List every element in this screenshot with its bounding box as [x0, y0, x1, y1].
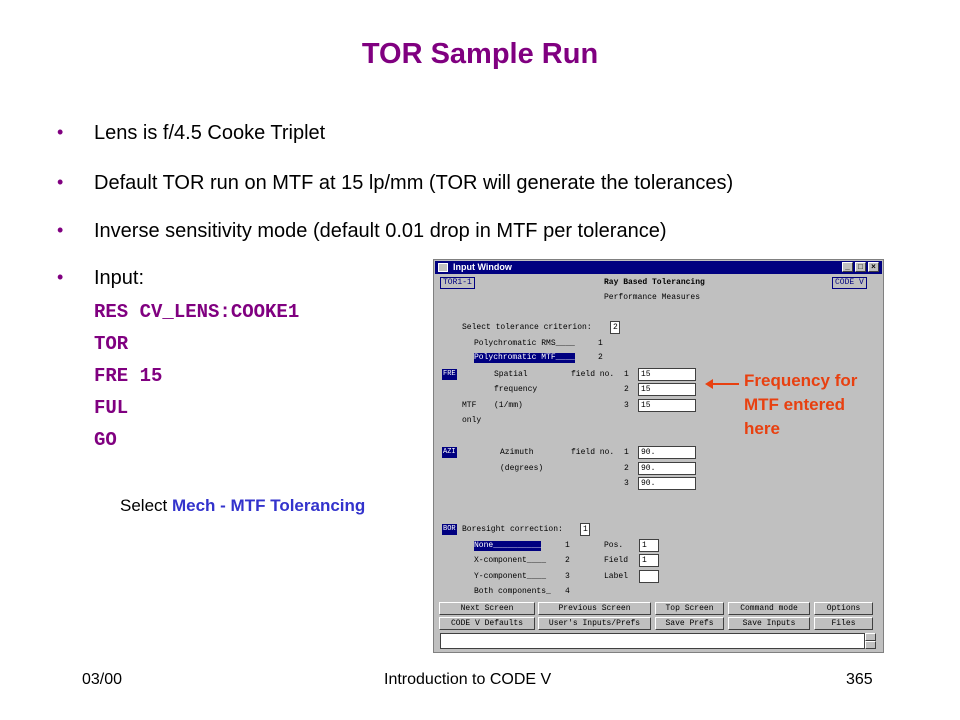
- footer-course-title: Introduction to CODE V: [384, 671, 552, 688]
- pos-input[interactable]: 1: [639, 539, 659, 552]
- field-num: 1: [624, 448, 629, 457]
- bullet-text: Lens is f/4.5 Cooke Triplet: [94, 122, 326, 144]
- user-inputs-prefs-button[interactable]: User's Inputs/Prefs: [538, 617, 651, 630]
- arrow-left-icon: [705, 379, 739, 389]
- option-none-selected[interactable]: None__________: [474, 541, 542, 551]
- footer-page-number: 365: [846, 671, 873, 688]
- option-num: 1: [598, 339, 603, 348]
- window-title: Input Window: [453, 262, 512, 272]
- criterion-label: Select tolerance criterion:: [462, 323, 592, 332]
- azimuth-field-3[interactable]: 90.: [638, 477, 696, 490]
- input-window: Input Window _ □ × TOR1-1 Ray Based Tole…: [433, 259, 884, 653]
- label-label: Label: [604, 572, 629, 581]
- bor-command-tag: BOR: [442, 524, 457, 535]
- frequency-field-3[interactable]: 15: [638, 399, 696, 412]
- field-num: 1: [624, 370, 629, 379]
- label-frequency: frequency: [494, 385, 538, 394]
- pos-label: Pos.: [604, 541, 624, 550]
- option-rms[interactable]: Polychromatic RMS____: [474, 339, 575, 348]
- option-both-components[interactable]: Both components_: [474, 587, 551, 596]
- field-num: 3: [624, 479, 629, 488]
- bullet-marker: •: [57, 122, 64, 142]
- option-mtf-selected[interactable]: Polychromatic MTF____: [474, 353, 575, 363]
- frequency-field-1[interactable]: 15: [638, 368, 696, 381]
- annotation-line: Frequency for: [744, 371, 858, 390]
- option-num: 1: [565, 541, 570, 550]
- maximize-icon[interactable]: □: [855, 262, 866, 272]
- slide-title: TOR Sample Run: [361, 38, 599, 70]
- field-num: 2: [624, 464, 629, 473]
- field-no-label: field no.: [571, 448, 615, 457]
- label-degrees: (degrees): [500, 464, 544, 473]
- menu-path-highlight: Mech - MTF Tolerancing: [171, 496, 366, 515]
- label-only: only: [462, 416, 482, 425]
- code-line: GO: [94, 429, 117, 451]
- code-line: FUL: [94, 397, 129, 419]
- tolerancing-panel: TOR1-1 Ray Based Tolerancing Performance…: [436, 276, 881, 604]
- criterion-input[interactable]: 2: [610, 321, 620, 334]
- field-no-label: field no.: [571, 370, 615, 379]
- option-num: 2: [598, 353, 603, 362]
- select-prefix: Select: [120, 496, 172, 515]
- panel-heading: Ray Based Tolerancing: [604, 278, 705, 287]
- code-line: RES CV_LENS:COOKE1: [94, 301, 300, 323]
- label-spatial: Spatial: [494, 370, 528, 379]
- bullet-marker: •: [57, 172, 64, 192]
- field-label: Field: [604, 556, 629, 565]
- screen-id: TOR1-1: [440, 277, 475, 289]
- bullet-marker: •: [57, 220, 64, 240]
- azimuth-field-1[interactable]: 90.: [638, 446, 696, 459]
- close-icon[interactable]: ×: [868, 262, 879, 272]
- previous-screen-button[interactable]: Previous Screen: [538, 602, 651, 615]
- files-button[interactable]: Files: [814, 617, 873, 630]
- scroll-down-icon[interactable]: [865, 641, 876, 649]
- label-mtf: MTF: [462, 401, 477, 410]
- code-line: FRE 15: [94, 365, 163, 387]
- boresight-label: Boresight correction:: [462, 525, 563, 534]
- bullet-text: Inverse sensitivity mode (default 0.01 d…: [94, 220, 667, 242]
- frequency-field-2[interactable]: 15: [638, 383, 696, 396]
- label-input[interactable]: [639, 570, 659, 583]
- bullet-marker: •: [57, 267, 64, 287]
- frequency-annotation: Frequency for MTF entered here: [744, 369, 857, 441]
- code-v-defaults-button[interactable]: CODE V Defaults: [439, 617, 535, 630]
- product-tag: CODE V: [832, 277, 867, 289]
- select-instruction: Select Mech - MTF Tolerancing: [120, 496, 365, 516]
- azimuth-field-2[interactable]: 90.: [638, 462, 696, 475]
- fre-command-tag: FRE: [442, 369, 457, 380]
- annotation-line: MTF entered: [744, 395, 846, 414]
- option-num: 2: [565, 556, 570, 565]
- command-mode-button[interactable]: Command mode: [728, 602, 810, 615]
- window-app-icon: [438, 263, 448, 272]
- option-y-component[interactable]: Y-component____: [474, 572, 547, 581]
- option-num: 4: [565, 587, 570, 596]
- window-titlebar[interactable]: Input Window _ □ ×: [435, 261, 882, 274]
- bullet-text: Default TOR run on MTF at 15 lp/mm (TOR …: [94, 172, 734, 194]
- bullet-text: Input:: [94, 267, 145, 289]
- option-num: 3: [565, 572, 570, 581]
- scroll-up-icon[interactable]: [865, 633, 876, 641]
- field-num: 2: [624, 385, 629, 394]
- boresight-input[interactable]: 1: [580, 523, 590, 536]
- label-azimuth: Azimuth: [500, 448, 534, 457]
- field-input[interactable]: 1: [639, 554, 659, 567]
- next-screen-button[interactable]: Next Screen: [439, 602, 535, 615]
- code-line: TOR: [94, 333, 129, 355]
- command-line-input[interactable]: [440, 633, 865, 649]
- option-x-component[interactable]: X-component____: [474, 556, 547, 565]
- save-prefs-button[interactable]: Save Prefs: [655, 617, 724, 630]
- options-button[interactable]: Options: [814, 602, 873, 615]
- save-inputs-button[interactable]: Save Inputs: [728, 617, 810, 630]
- minimize-icon[interactable]: _: [842, 262, 853, 272]
- azi-command-tag: AZI: [442, 447, 457, 458]
- label-units: (1/mm): [494, 401, 523, 410]
- annotation-line: here: [744, 419, 780, 438]
- panel-subheading: Performance Measures: [604, 293, 701, 302]
- footer-date: 03/00: [82, 671, 123, 688]
- field-num: 3: [624, 401, 629, 410]
- top-screen-button[interactable]: Top Screen: [655, 602, 724, 615]
